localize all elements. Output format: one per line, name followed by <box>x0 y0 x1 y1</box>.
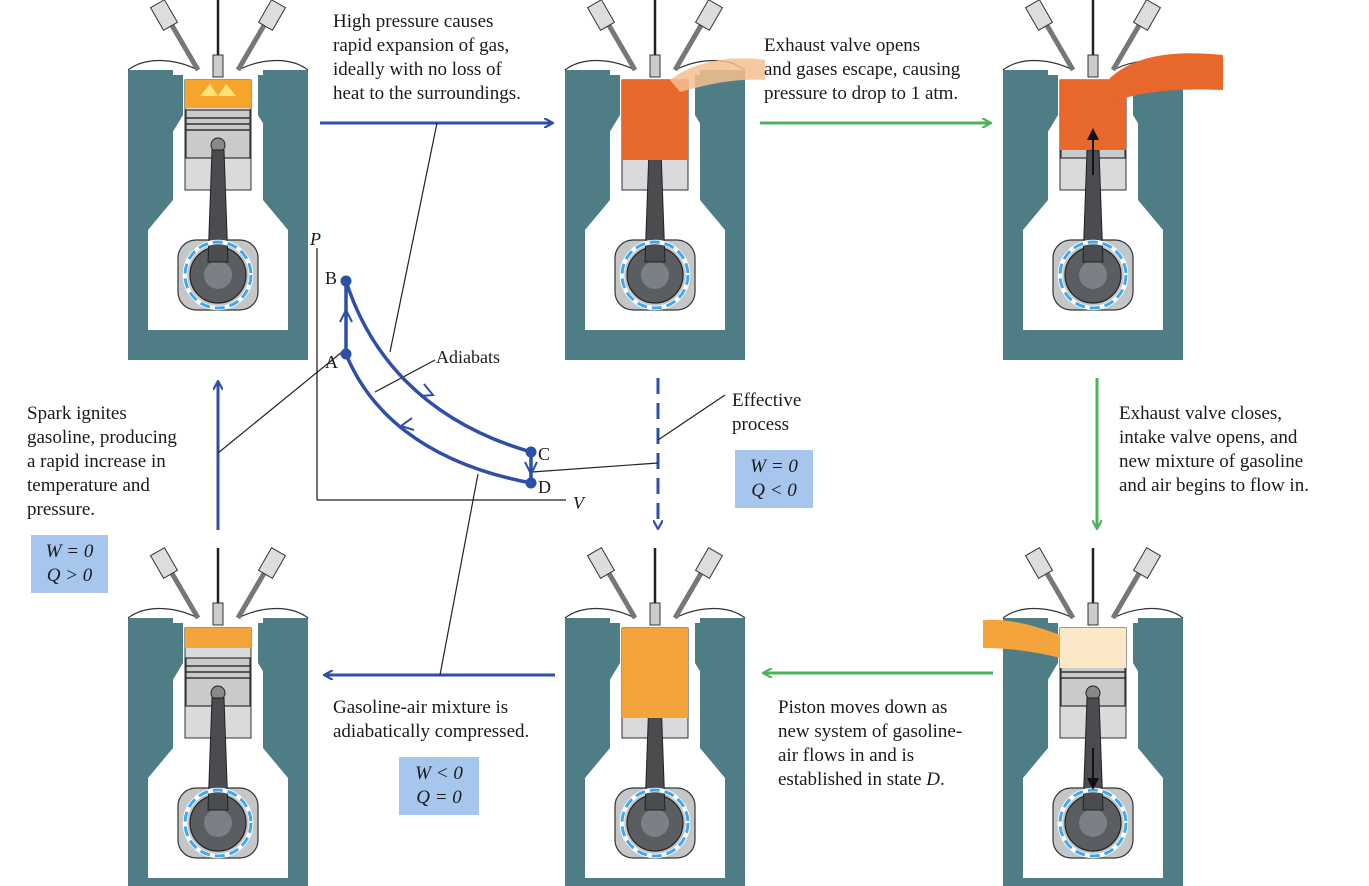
axis-v-label: V <box>573 493 584 513</box>
box-spark-q: Q > 0 <box>46 565 93 586</box>
adiabat-compression <box>344 353 532 485</box>
caption-piston-down: Piston moves down as new system of gasol… <box>778 696 962 792</box>
point-c-marker <box>525 446 537 458</box>
point-d-marker <box>525 477 537 489</box>
engine-exhaust <box>1003 0 1223 360</box>
caption-piston-down-text: Piston moves down as new system of gasol… <box>778 697 963 790</box>
engine-intake <box>983 548 1183 886</box>
caption-exhaust-close: Exhaust valve closes, intake valve opens… <box>1119 403 1309 496</box>
point-b-label: B <box>325 268 338 288</box>
box-compression-q: Q = 0 <box>416 787 462 808</box>
pv-diagram <box>316 248 566 501</box>
box-compression-w: W < 0 <box>415 763 463 784</box>
caption-compression: Gasoline-air mixture is adiabatically co… <box>333 697 530 742</box>
engine-compression <box>128 548 308 886</box>
caption-effective: Effective process <box>732 390 802 435</box>
point-a-label: A <box>325 352 338 372</box>
point-b-marker <box>340 275 352 287</box>
caption-piston-down-end: . <box>940 769 945 790</box>
engine-ignition <box>128 0 308 360</box>
caption-spark: Spark ignites gasoline, producing a rapi… <box>27 403 177 520</box>
engine-state-d <box>565 548 745 886</box>
point-c-label: C <box>538 444 551 464</box>
point-d-label: D <box>538 477 551 497</box>
caption-expansion: High pressure causes rapid expansion of … <box>333 11 521 104</box>
point-a-marker <box>340 348 352 360</box>
box-spark-w: W = 0 <box>45 541 94 562</box>
box-spark: W = 0 Q > 0 <box>31 535 108 593</box>
caption-exhaust-open: Exhaust valve opens and gases escape, ca… <box>764 35 961 104</box>
box-effective: W = 0 Q < 0 <box>735 450 813 508</box>
box-effective-w: W = 0 <box>750 456 798 477</box>
leader-lines <box>217 122 726 676</box>
adiabat-expansion <box>344 280 532 454</box>
box-compression: W < 0 Q = 0 <box>399 757 479 815</box>
adiabats-label: Adiabats <box>436 347 500 367</box>
caption-state-d: D <box>926 769 941 790</box>
axis-p-label: P <box>310 229 321 249</box>
engine-power-stroke <box>565 0 765 360</box>
box-effective-q: Q < 0 <box>751 480 797 501</box>
